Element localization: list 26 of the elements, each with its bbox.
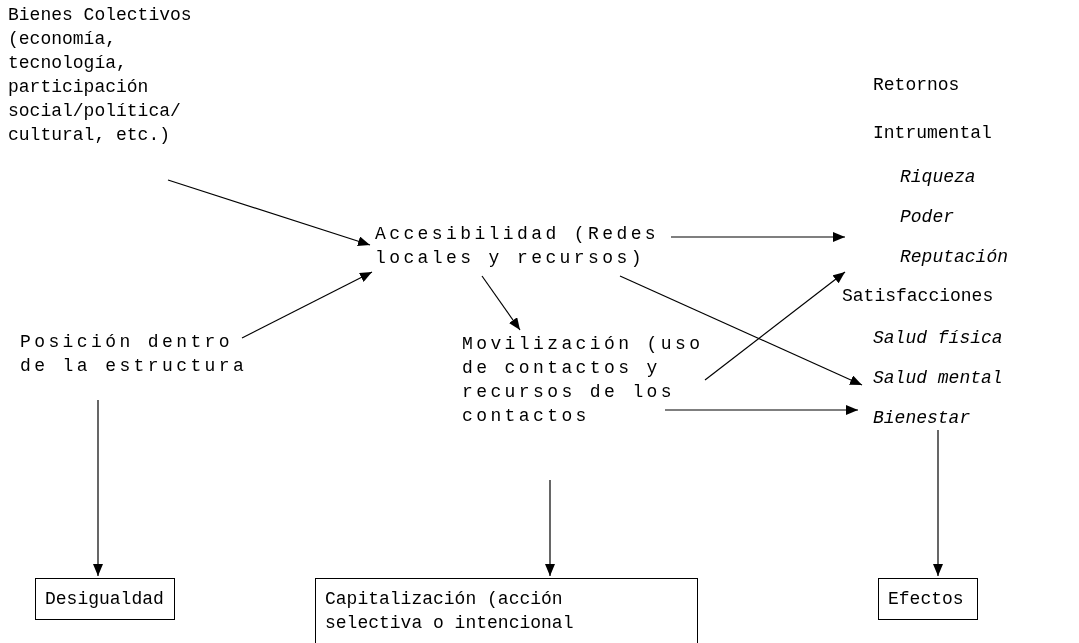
concept-text: Bienes Colectivos (economía, tecnología, participación social/política/ cultural, etc.): [8, 3, 208, 147]
list-item: Riqueza: [900, 166, 976, 189]
arrow: [933, 429, 943, 577]
list-item: Salud mental: [873, 367, 1003, 390]
concept-text: Movilización (uso de contactos y recursos de los contactos: [462, 332, 717, 428]
outcome-box: Efectos: [878, 578, 978, 620]
list-item: Retornos: [873, 74, 960, 97]
arrow: [481, 275, 521, 331]
list-item: Bienestar: [873, 407, 971, 430]
list-item: Intrumental: [873, 122, 992, 145]
outcome-box: Capitalización (acción selectiva o intencional: [315, 578, 698, 643]
concept-text: Accesibilidad (Redes locales y recursos): [375, 222, 671, 270]
arrow: [670, 232, 846, 242]
arrow: [664, 405, 859, 415]
list-item: Poder: [900, 206, 954, 229]
arrow: [241, 271, 373, 339]
list-item: Satisfacciones: [842, 285, 994, 308]
arrow: [93, 399, 103, 577]
arrow: [545, 479, 555, 577]
list-item: Salud física: [873, 327, 1003, 350]
outcome-box: Desigualdad: [35, 578, 175, 620]
arrow: [619, 275, 863, 386]
arrow: [704, 271, 846, 381]
list-item: Reputación: [900, 246, 1009, 269]
arrow: [167, 179, 371, 247]
concept-text: Posición dentro de la estructura: [20, 330, 260, 378]
